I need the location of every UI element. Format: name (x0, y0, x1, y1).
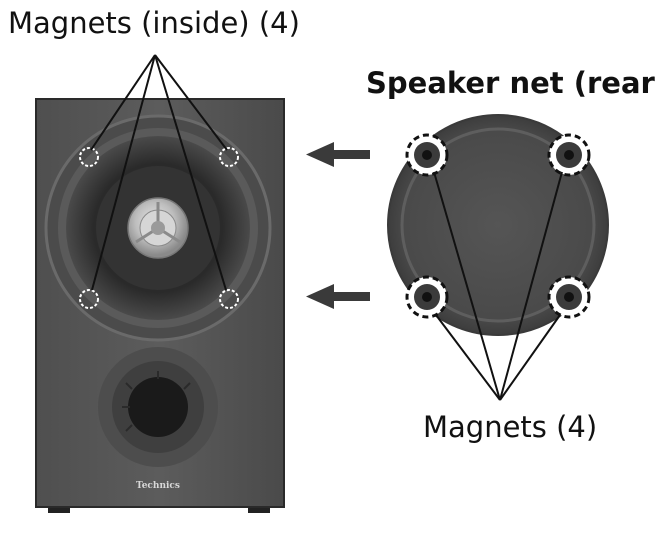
cabinet-foot-left (48, 505, 70, 513)
speaker-cabinet: Technics (35, 98, 285, 513)
net-outer (387, 114, 609, 336)
magnet-marker-bottom-right (219, 289, 239, 309)
arrow-left-icon (306, 284, 370, 309)
cabinet-foot-right (248, 505, 270, 513)
magnets-inside-label: Magnets (inside) (4) (8, 6, 300, 40)
inside-magnet-markers (79, 147, 239, 309)
speaker-net-rear-label: Speaker net (rear) (366, 66, 657, 100)
arrow-left-icon (306, 142, 370, 167)
speaker-net (387, 114, 609, 336)
net-magnet-bottom-right (547, 275, 591, 319)
inside-leader-lines (90, 54, 228, 291)
magnet-marker-top-left (79, 147, 99, 167)
port-ribs (122, 371, 191, 432)
brand-logo: Technics (136, 481, 180, 491)
port-hole (128, 377, 188, 437)
tweeter-center (151, 221, 165, 235)
net-magnet-bottom-left (405, 275, 449, 319)
net-magnet-top-left (405, 133, 449, 177)
net-inner-rim (400, 127, 596, 323)
magnet-marker-bottom-left (79, 289, 99, 309)
net-magnet-top-right (547, 133, 591, 177)
net-leader-lines (433, 171, 563, 401)
magnet-marker-top-right (219, 147, 239, 167)
magnets-label: Magnets (4) (423, 410, 598, 444)
